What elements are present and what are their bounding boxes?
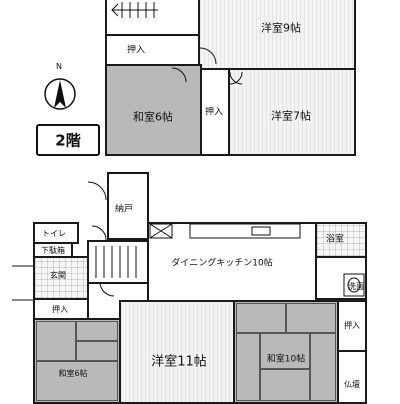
lower-label-japanese-6: 和室6帖 (58, 369, 88, 378)
tatami-mat (236, 333, 260, 401)
tatami-mat (76, 321, 118, 341)
lower-room-western-11 (119, 300, 235, 404)
lower-altar-alcove (337, 350, 367, 404)
upper-label-closet-top: 押入 (126, 45, 146, 56)
lower-stairs (87, 240, 149, 284)
upper-room-western-9 (198, 0, 356, 70)
lower-washroom (315, 256, 367, 300)
lower-label-bathroom: 浴室 (325, 234, 345, 245)
lower-label-entrance: 玄関 (50, 271, 66, 280)
lower-storage-room (107, 172, 149, 240)
tatami-mat (260, 369, 310, 401)
upper-label-western-9: 洋室9帖 (261, 21, 301, 35)
north-compass: N (40, 62, 80, 114)
lower-label-washroom: 洗面 (348, 282, 364, 291)
tatami-mat (236, 303, 286, 333)
compass-north-label: N (56, 62, 62, 71)
upper-label-western-7: 洋室7帖 (271, 109, 311, 123)
tatami-mat (260, 333, 310, 369)
exterior-outline (12, 265, 33, 301)
upper-corridor (163, 34, 200, 66)
tatami-mat (76, 341, 118, 361)
upper-stair-hall (105, 0, 200, 36)
tatami-mat (310, 333, 336, 401)
tatami-mat (286, 303, 336, 333)
lower-label-japanese-10: 和室10帖 (266, 354, 306, 365)
upper-label-closet-mid: 押入 (204, 107, 224, 118)
compass-icon (44, 78, 76, 110)
lower-label-dining-kitchen: ダイニングキッチン10帖 (171, 258, 273, 269)
tatami-mat (36, 321, 76, 361)
lower-label-altar: 仏壇 (344, 380, 360, 389)
tatami-mat (36, 361, 118, 401)
upper-label-japanese-6: 和室6帖 (133, 110, 173, 124)
upper-room-western-7 (228, 68, 356, 156)
lower-label-storage: 納戸 (114, 204, 134, 215)
lower-label-closet-left: 押入 (52, 305, 68, 314)
lower-label-shoe-cabinet: 下駄箱 (41, 246, 65, 255)
floor-badge-text: 2階 (55, 131, 81, 150)
lower-label-closet-right: 押入 (344, 321, 360, 330)
lower-label-toilet: トイレ (42, 229, 66, 238)
floor-badge: 2階 (36, 124, 100, 156)
lower-label-western-11: 洋室11帖 (151, 354, 207, 370)
lower-bathroom (315, 222, 367, 258)
